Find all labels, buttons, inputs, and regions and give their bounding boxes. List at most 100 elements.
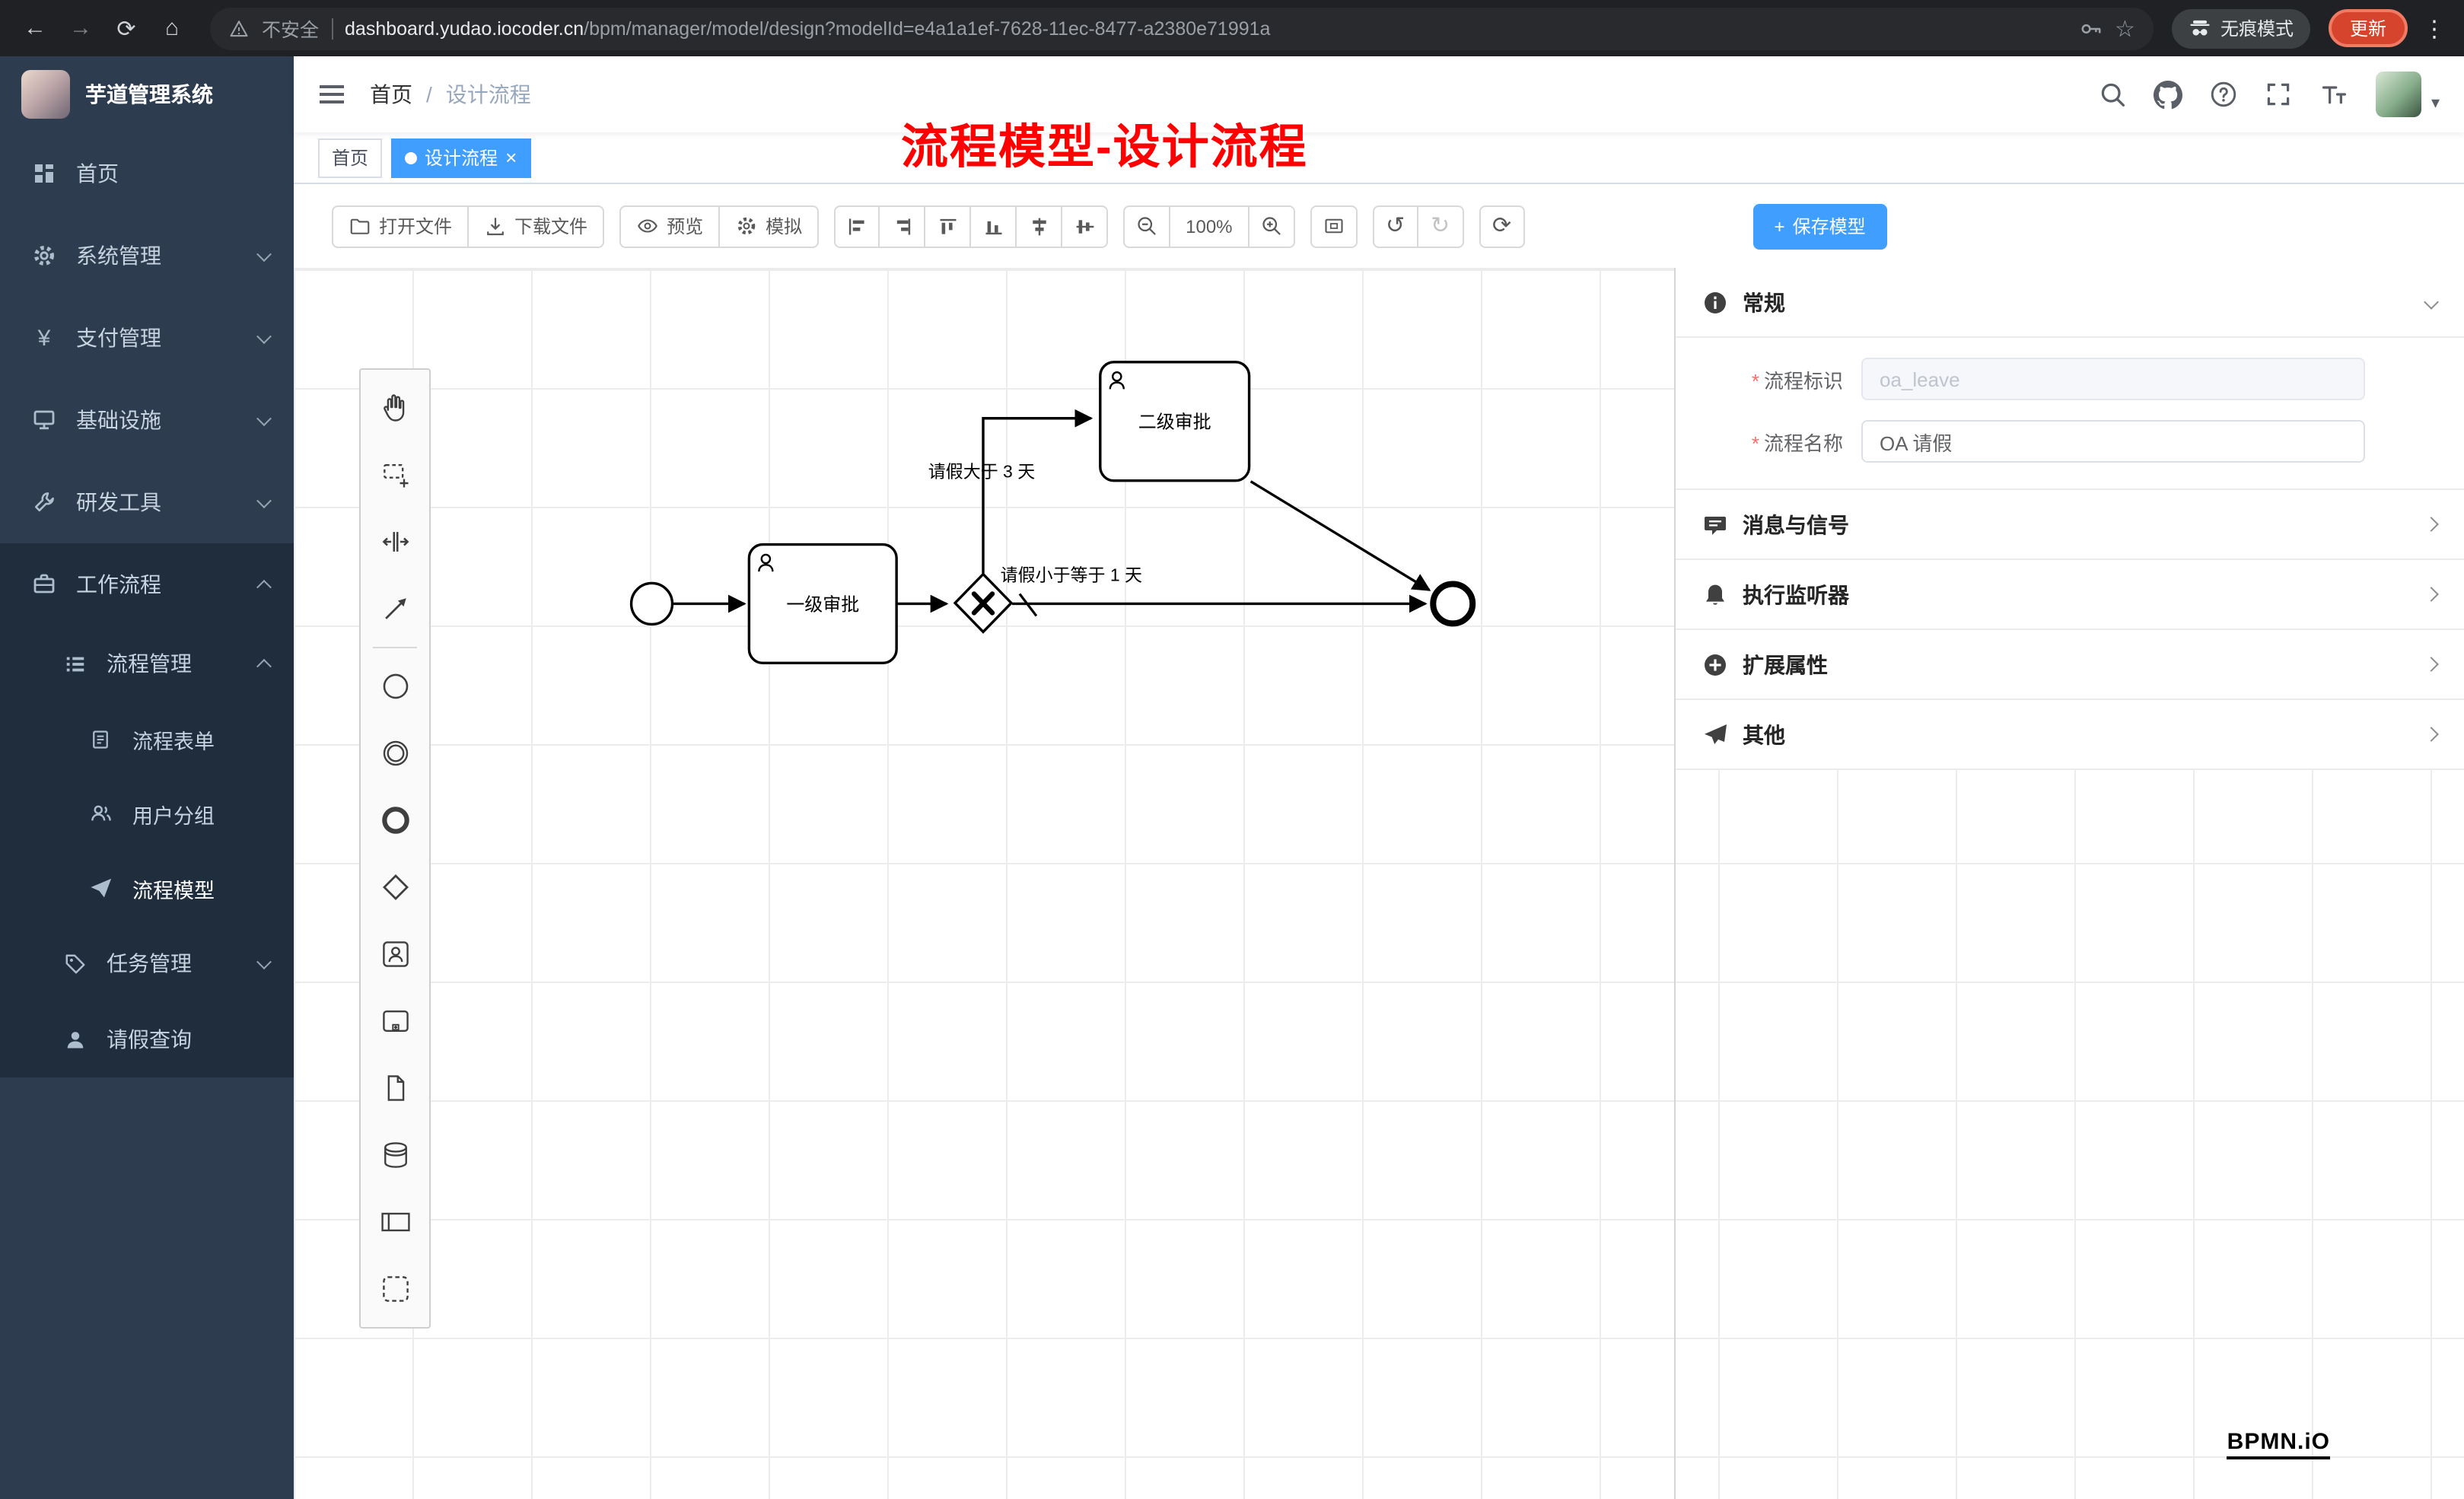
sidebar-item-leave-query[interactable]: 请假查询 [0, 1001, 294, 1077]
redo-button[interactable]: ↻ [1418, 205, 1464, 247]
preview-button[interactable]: 预览 [619, 205, 721, 247]
browser-reload-button[interactable]: ⟳ [116, 16, 136, 42]
browser-menu-icon[interactable]: ⋮ [2423, 16, 2446, 42]
bpmn-end-event[interactable] [1430, 581, 1476, 627]
palette-create-participant[interactable] [364, 1189, 426, 1256]
section-extended-attributes[interactable]: 扩展属性 [1676, 630, 2464, 700]
user-menu[interactable]: ▾ [2376, 72, 2440, 117]
app-logo[interactable]: 芋道管理系统 [0, 56, 294, 132]
flow-second-to-end[interactable] [1250, 480, 1431, 591]
sidebar-item-task-management[interactable]: 任务管理 [0, 925, 294, 1001]
sidebar-item-home[interactable]: 首页 [0, 132, 294, 215]
process-name-input[interactable] [1861, 420, 2365, 463]
breadcrumb-home[interactable]: 首页 [370, 82, 412, 107]
sidebar-item-payment[interactable]: ¥ 支付管理 [0, 297, 294, 379]
panel-divider [1674, 268, 1676, 1499]
bpmn-start-event[interactable] [629, 581, 674, 626]
tab-design-process[interactable]: 设计流程 × [391, 138, 531, 177]
subprocess-icon [382, 1010, 408, 1033]
section-other[interactable]: 其他 [1676, 700, 2464, 770]
browser-update-button[interactable]: 更新 [2328, 9, 2408, 47]
open-file-button[interactable]: 打开文件 [332, 205, 470, 247]
align-center-horizontal-icon [1032, 217, 1046, 235]
url-text[interactable]: dashboard.yudao.iocoder.cn/bpm/manager/m… [345, 18, 2066, 39]
github-icon[interactable] [2154, 80, 2183, 109]
section-message-signal[interactable]: 消息与信号 [1676, 490, 2464, 560]
section-general[interactable]: 常规 [1676, 268, 2464, 338]
flow-gateway-to-end-default[interactable] [1011, 593, 1428, 617]
sidebar-item-process-models[interactable]: 流程模型 [0, 851, 294, 925]
sidebar-toggle-icon[interactable] [318, 81, 345, 108]
zoom-out-button[interactable] [1123, 205, 1171, 247]
restart-button[interactable]: ⟳ [1479, 205, 1525, 247]
bell-icon [1703, 582, 1727, 606]
bpmn-task-second-approval[interactable]: 二级审批 [1099, 361, 1251, 482]
process-key-label: 流程标识 [1763, 369, 1843, 392]
sidebar-item-process-management[interactable]: 流程管理 [0, 625, 294, 702]
palette-create-intermediate-event[interactable] [364, 720, 426, 787]
palette-lasso-tool[interactable] [364, 441, 426, 508]
fullscreen-icon[interactable] [2265, 81, 2293, 108]
chevron-up-icon [256, 657, 272, 673]
palette-create-data-object[interactable] [364, 1055, 426, 1122]
yen-icon: ¥ [37, 325, 51, 351]
palette-space-tool[interactable] [364, 508, 426, 575]
palette-create-data-store[interactable] [364, 1122, 426, 1189]
palette-create-start-event[interactable] [364, 653, 426, 720]
incognito-icon [2189, 17, 2211, 40]
flow-label-gt3: 请假大于 3 天 [928, 462, 1035, 482]
flow-gateway-to-second[interactable] [982, 409, 1094, 574]
save-model-button[interactable]: + 保存模型 [1752, 203, 1887, 249]
tab-home[interactable]: 首页 [318, 138, 383, 177]
sidebar-item-user-groups[interactable]: 用户分组 [0, 776, 294, 851]
palette-create-end-event[interactable] [364, 787, 426, 854]
address-bar[interactable]: 不安全 dashboard.yudao.iocoder.cn/bpm/manag… [210, 7, 2154, 49]
undo-button[interactable]: ↺ [1372, 205, 1418, 247]
palette-create-group[interactable] [364, 1256, 426, 1322]
simulate-button[interactable]: 模拟 [720, 205, 820, 247]
chevron-right-icon [2424, 517, 2439, 532]
font-size-icon[interactable] [2320, 81, 2349, 108]
palette-create-user-task[interactable] [364, 921, 426, 988]
process-key-input[interactable] [1861, 358, 2365, 400]
bpmn-exclusive-gateway[interactable] [953, 572, 1014, 634]
align-bottom-button[interactable] [971, 205, 1017, 247]
search-icon[interactable] [2099, 81, 2127, 108]
palette-global-connect-tool[interactable] [364, 575, 426, 642]
align-center-vertical-button[interactable] [1062, 205, 1109, 247]
close-icon[interactable]: × [505, 146, 517, 169]
end-event-icon [381, 807, 409, 834]
sidebar-item-process-forms[interactable]: 流程表单 [0, 702, 294, 776]
browser-back-button[interactable]: ← [24, 15, 46, 41]
chevron-down-icon [256, 492, 272, 508]
breadcrumb-current: 设计流程 [445, 82, 531, 107]
bpmn-io-logo[interactable]: BPMN.iO [2227, 1429, 2330, 1459]
message-icon [1703, 512, 1727, 536]
download-file-button[interactable]: 下载文件 [469, 205, 605, 247]
help-icon[interactable] [2211, 81, 2238, 108]
sidebar-item-workflow[interactable]: 工作流程 [0, 543, 294, 625]
palette-hand-tool[interactable] [364, 374, 426, 441]
gear-icon [30, 242, 58, 269]
browser-forward-button[interactable]: → [69, 15, 92, 41]
sidebar-item-infrastructure[interactable]: 基础设施 [0, 379, 294, 461]
zoom-level-display[interactable]: 100% [1170, 205, 1250, 247]
palette-create-subprocess[interactable] [364, 988, 426, 1055]
person-icon [61, 1026, 88, 1053]
align-center-horizontal-button[interactable] [1017, 205, 1063, 247]
zoom-in-button[interactable] [1249, 205, 1295, 247]
align-top-button[interactable] [925, 205, 972, 247]
browser-home-button[interactable]: ⌂ [164, 15, 180, 41]
palette-create-gateway[interactable] [364, 854, 426, 921]
bookmark-star-icon[interactable]: ☆ [2115, 16, 2135, 42]
sidebar-item-system[interactable]: 系统管理 [0, 215, 294, 297]
sidebar-item-devtools[interactable]: 研发工具 [0, 461, 294, 543]
user-group-icon [87, 800, 114, 827]
bpmn-task-first-approval[interactable]: 一级审批 [747, 543, 898, 665]
align-right-button[interactable] [880, 205, 926, 247]
password-key-icon[interactable] [2078, 16, 2103, 40]
security-label[interactable]: 不安全 [262, 20, 320, 41]
align-left-button[interactable] [834, 205, 880, 247]
fit-viewport-button[interactable] [1310, 205, 1358, 247]
section-execution-listener[interactable]: 执行监听器 [1676, 560, 2464, 630]
